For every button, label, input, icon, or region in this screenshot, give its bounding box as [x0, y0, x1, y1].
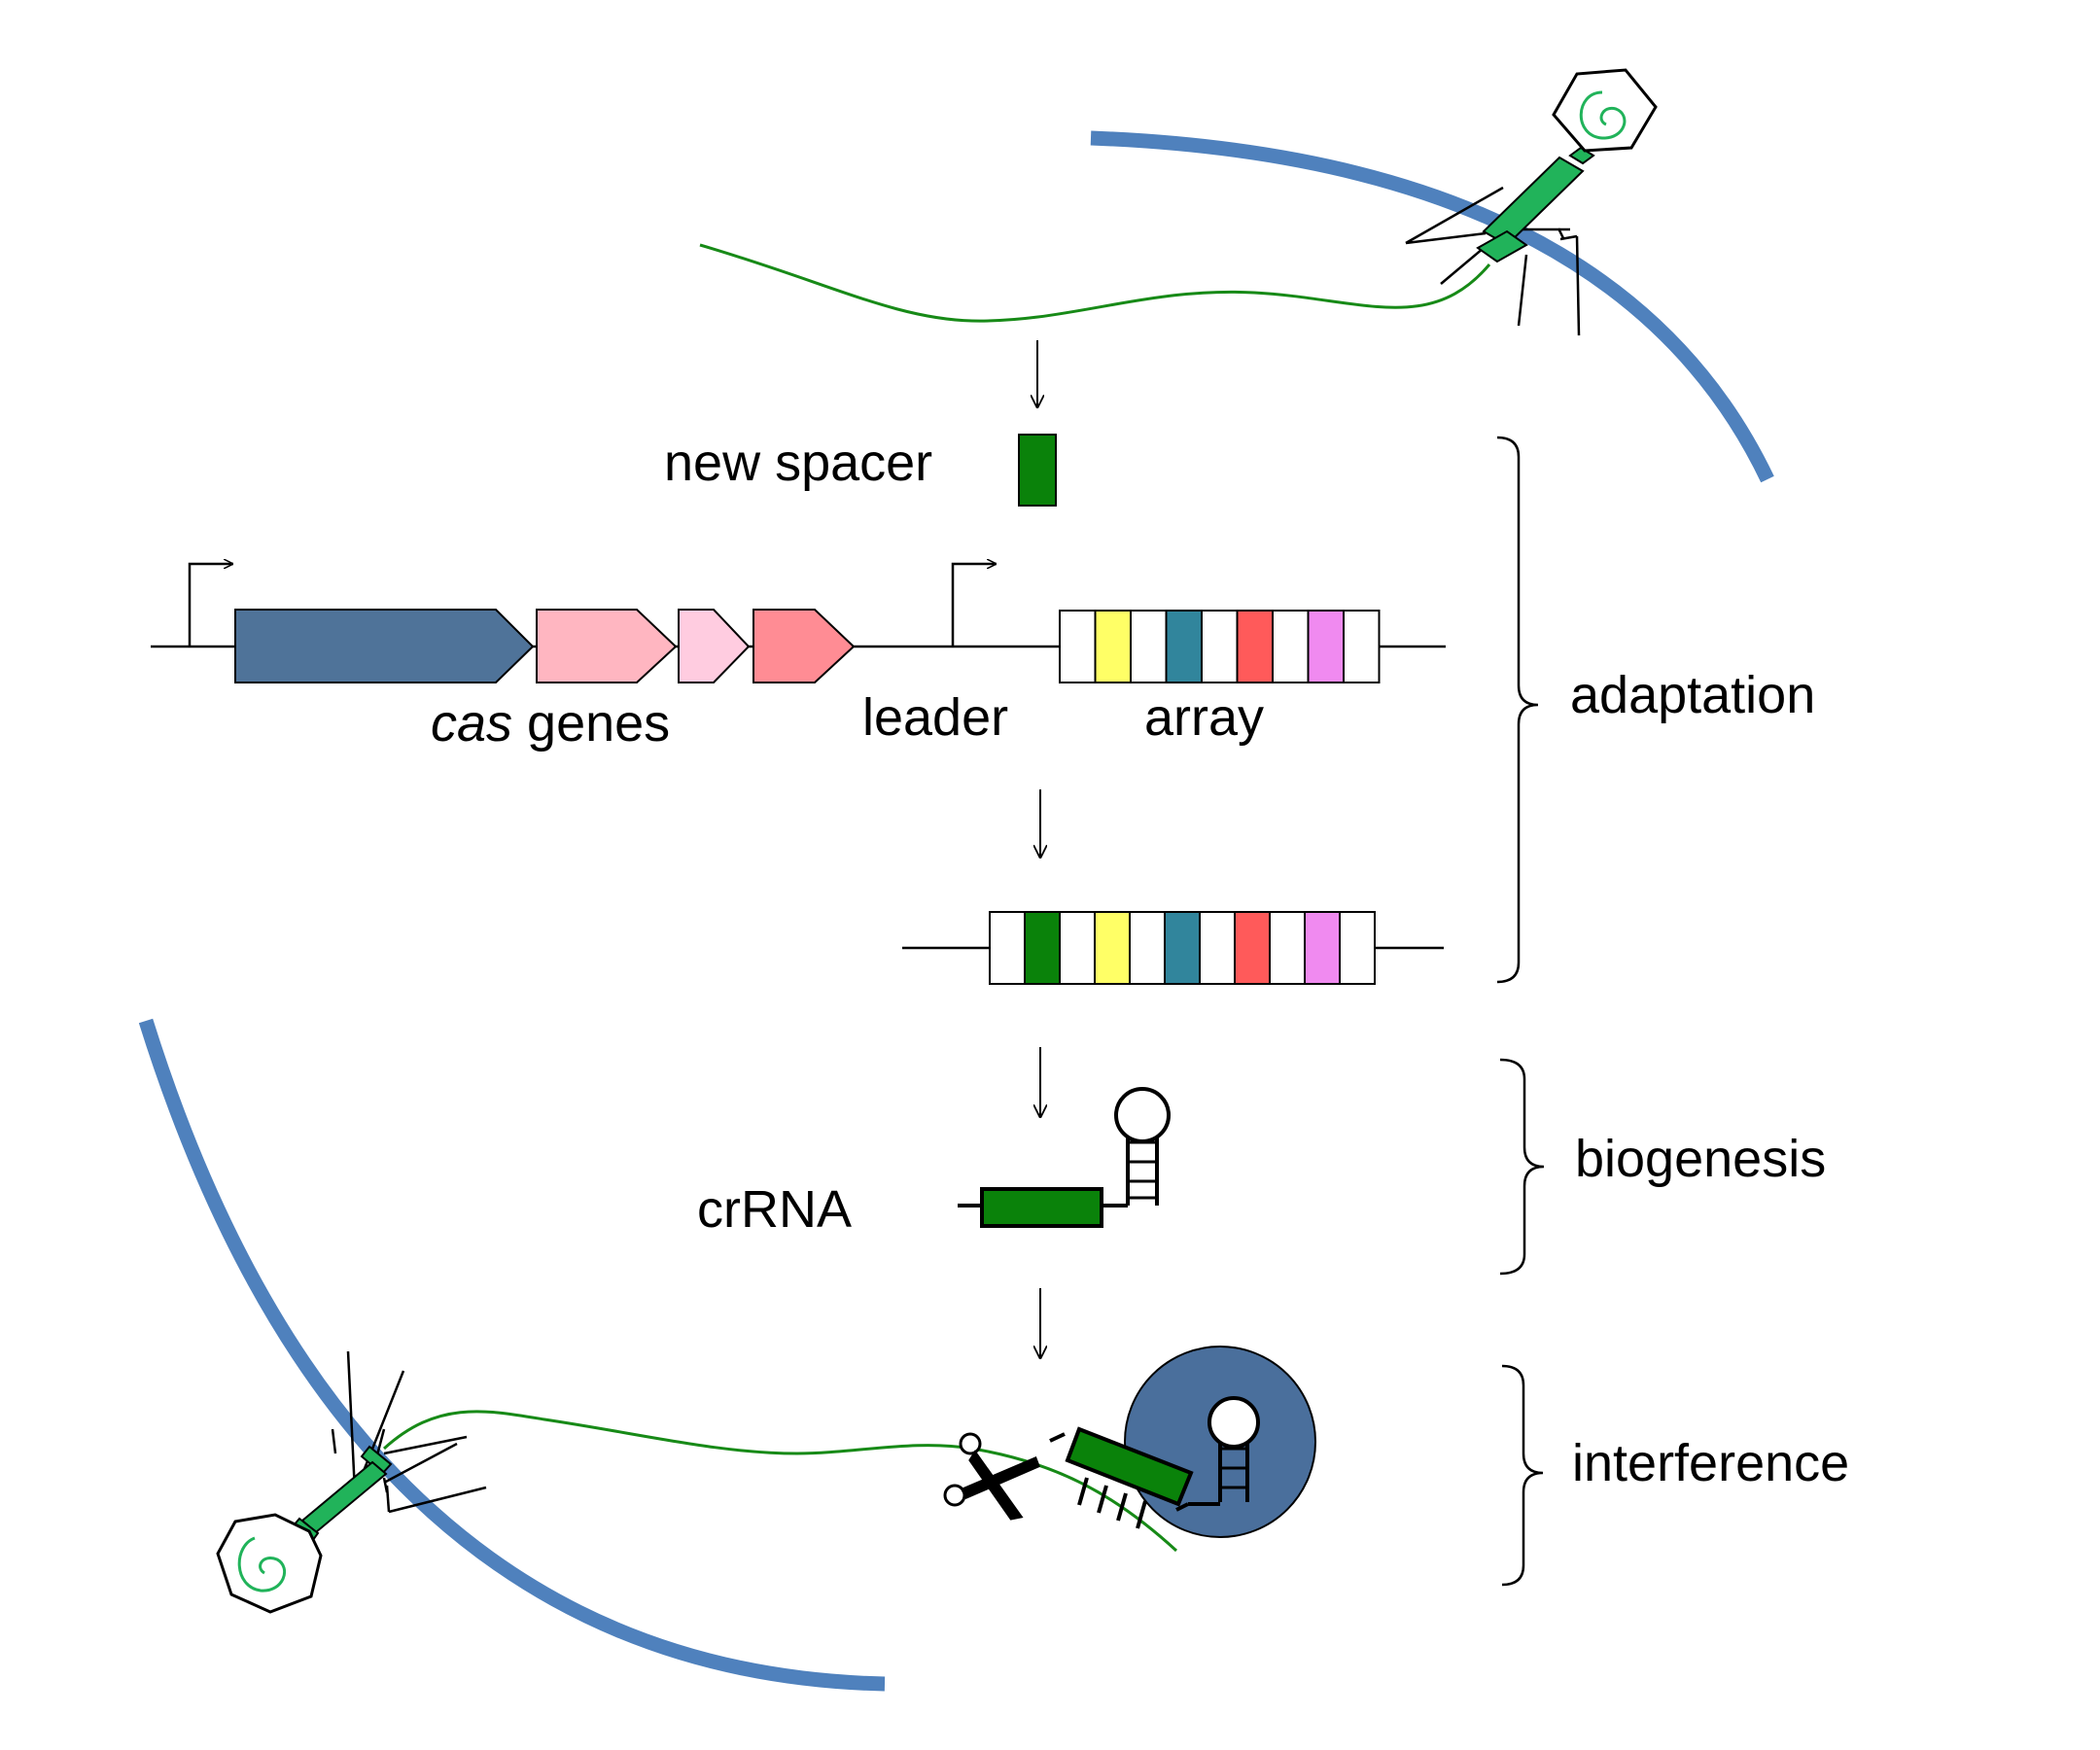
promoter-arrow-icon — [188, 564, 233, 647]
stage-interference: interference — [1572, 1434, 1849, 1492]
cas-gene-4 — [752, 609, 856, 683]
phage-icon — [216, 1350, 487, 1614]
stage-adaptation: adaptation — [1570, 666, 1815, 724]
brace-interference — [1501, 1364, 1544, 1587]
spacer-box — [1304, 911, 1341, 985]
spacer-box — [1094, 610, 1132, 683]
crrna-label: crRNA — [697, 1180, 852, 1239]
hairpin-icon — [1208, 1396, 1260, 1502]
cas-genes-label: cas genes — [431, 694, 670, 752]
repeat-box — [1130, 610, 1168, 683]
spacer-box — [1164, 911, 1201, 985]
phage-genome — [1579, 90, 1627, 140]
cas-gene-3 — [678, 609, 751, 683]
spacer-box — [1094, 911, 1131, 985]
phage-tail-fibers — [1405, 186, 1581, 336]
crrna-icon — [958, 1087, 1171, 1228]
repeat-box — [1339, 911, 1376, 985]
crrna-spacer-bound — [1065, 1426, 1194, 1507]
new-spacer-label: new spacer — [664, 434, 932, 492]
spacer-box — [1236, 610, 1274, 683]
spacer-box — [1024, 911, 1061, 985]
phage-baseplate — [1476, 229, 1528, 263]
phage-dna-bottom — [382, 1410, 1178, 1553]
repeat-box — [1269, 911, 1306, 985]
cas-complex-icon — [1049, 1346, 1316, 1538]
phage-tail — [1482, 156, 1585, 247]
hairpin-icon — [1114, 1087, 1171, 1206]
promoter-arrow-icon — [951, 564, 997, 647]
repeat-box — [1059, 911, 1096, 985]
repeat-box — [1199, 911, 1236, 985]
scissors-icon — [943, 1432, 1040, 1521]
leader-label: leader — [862, 688, 1008, 747]
cell-wall-top — [1090, 130, 1774, 483]
spacer-box — [1307, 610, 1345, 683]
spacer-box — [1234, 911, 1271, 985]
crispr-array-expanded — [989, 911, 1376, 985]
repeat-box — [1059, 610, 1097, 683]
repeat-box — [1129, 911, 1166, 985]
brace-biogenesis — [1499, 1058, 1545, 1276]
array-label: array — [1144, 688, 1264, 747]
repeat-box — [1201, 610, 1239, 683]
repeat-box — [989, 911, 1026, 985]
phage-dna-top — [699, 243, 1491, 323]
crrna-spacer — [980, 1187, 1103, 1228]
repeat-box — [1272, 610, 1310, 683]
repeat-box — [1343, 610, 1381, 683]
cas-gene-2 — [536, 609, 678, 683]
cas-gene-1 — [234, 609, 535, 683]
phage-genome — [237, 1536, 287, 1592]
phage-icon — [1405, 68, 1658, 336]
crispr-array-original — [1059, 610, 1381, 683]
phage-tail — [300, 1460, 388, 1534]
new-spacer-box — [1018, 434, 1057, 507]
brace-adaptation — [1496, 436, 1539, 984]
cell-wall-bottom — [138, 1018, 886, 1692]
stage-biogenesis: biogenesis — [1575, 1130, 1826, 1188]
phage-head — [216, 1513, 323, 1614]
spacer-box — [1165, 610, 1203, 683]
